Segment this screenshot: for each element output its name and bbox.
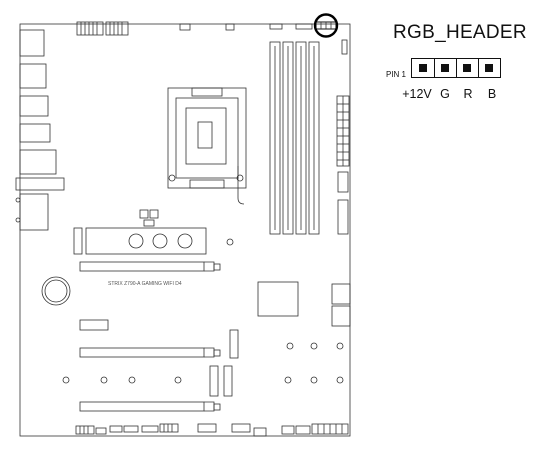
bottom-headers	[75, 423, 349, 437]
top-connectors	[76, 21, 313, 36]
pin-label-b: B	[487, 87, 497, 101]
pin-g	[433, 59, 456, 77]
pin-square	[485, 64, 494, 72]
pin-12v	[412, 59, 434, 77]
small-header	[79, 319, 109, 331]
pin-labels: +12V G R B	[400, 87, 504, 101]
rgb-header-title: RGB_HEADER	[393, 22, 527, 43]
m2-slot-top	[73, 227, 234, 255]
pcie-slot-3	[79, 401, 221, 412]
board-outline	[19, 23, 351, 437]
chipset-heatsink	[257, 281, 299, 317]
cpu-socket	[167, 87, 247, 205]
board-silkscreen-label: STRIX Z790-A GAMING WIFI D4	[108, 281, 182, 287]
rgb-header-pin-diagram	[411, 58, 501, 78]
small-chips	[139, 209, 159, 227]
rgb-header-on-board	[313, 13, 339, 38]
rear-io-ports	[15, 29, 65, 231]
pin-square	[441, 64, 450, 72]
pin-square	[418, 64, 427, 72]
pin-label-g: G	[440, 87, 450, 101]
sata-ports	[331, 283, 351, 327]
dimm-slots	[269, 41, 320, 235]
m2-slots-bottom	[209, 365, 233, 397]
cmos-battery	[41, 276, 71, 306]
pin-square	[463, 64, 472, 72]
pin1-label: PIN 1	[386, 70, 407, 79]
m2-slot-mid	[229, 329, 239, 359]
pcie-slot-2	[79, 347, 221, 358]
pin-label-12v: +12V	[402, 87, 432, 101]
pin-b	[477, 59, 500, 77]
pin-r	[455, 59, 478, 77]
pin-label-r: R	[463, 87, 473, 101]
pcie-slot-1	[79, 261, 221, 272]
mount-holes	[62, 342, 344, 384]
right-edge-headers	[336, 39, 350, 235]
